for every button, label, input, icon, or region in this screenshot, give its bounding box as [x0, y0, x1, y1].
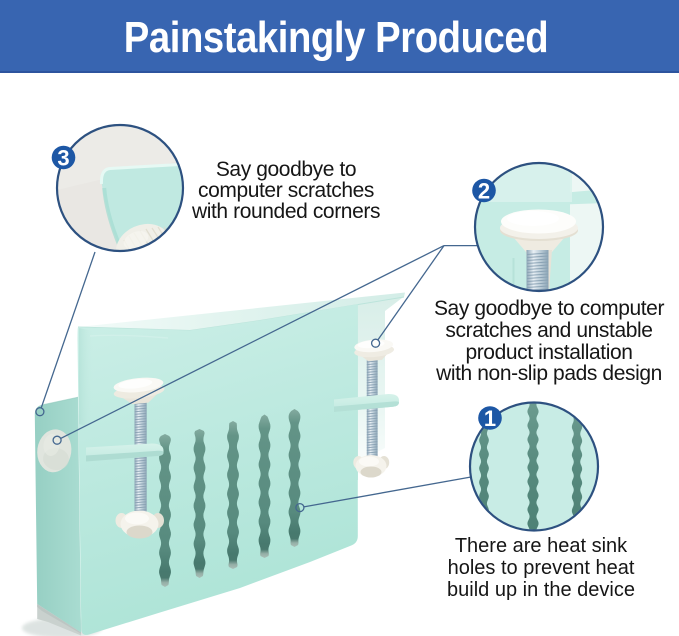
svg-text:3: 3: [57, 146, 69, 171]
svg-text:2: 2: [478, 179, 490, 204]
svg-text:1: 1: [484, 406, 496, 431]
